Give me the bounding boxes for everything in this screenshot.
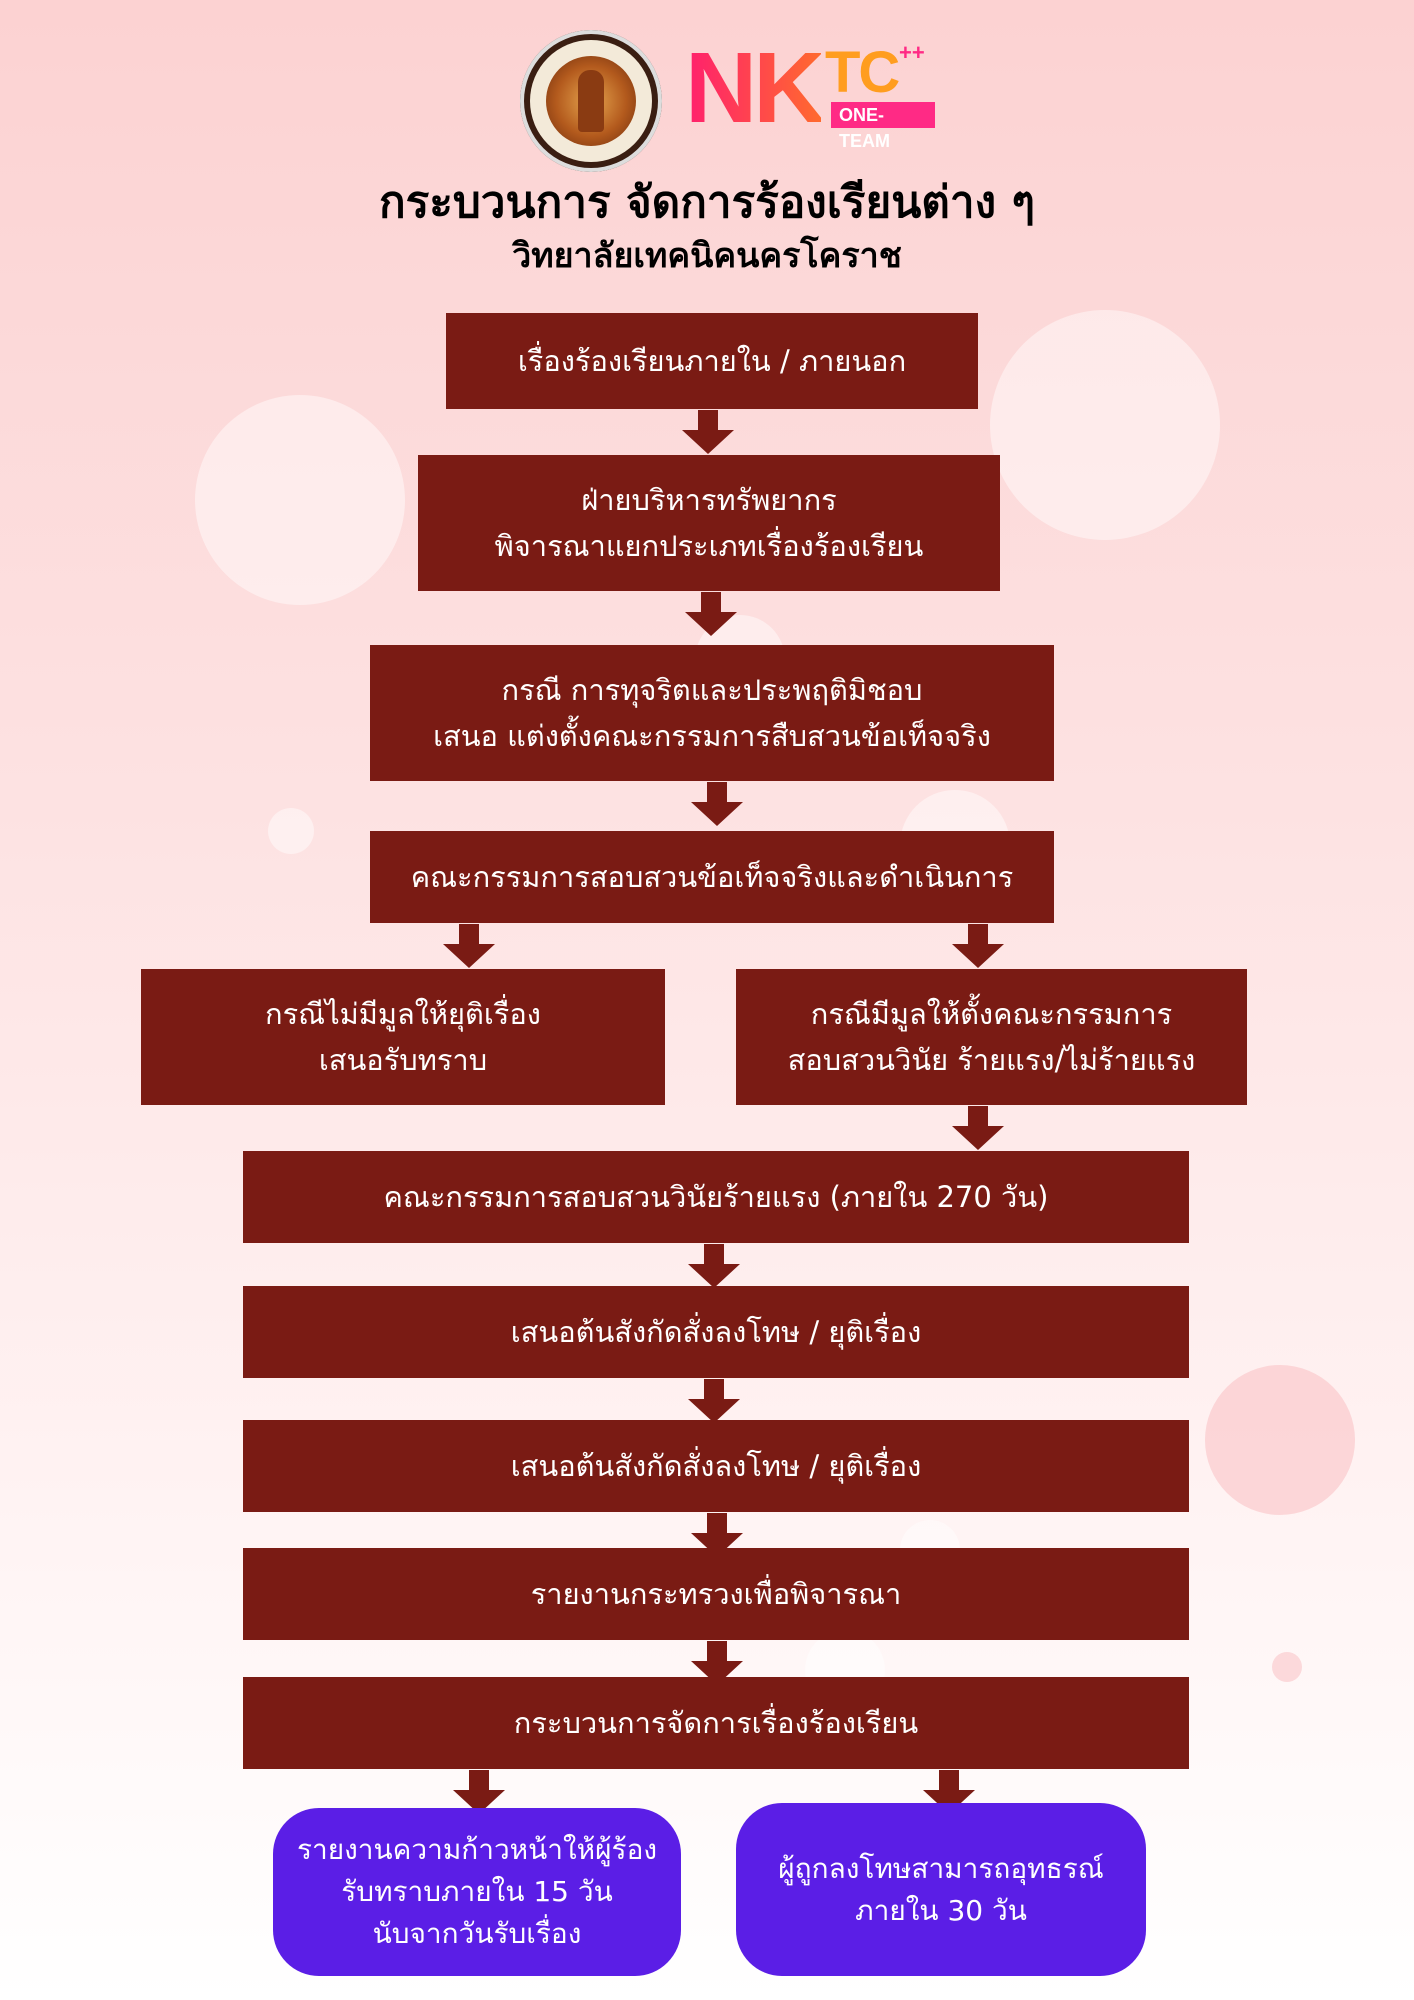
flow-arrow-down-right	[952, 924, 1004, 968]
flow-step-text-line1: รายงานความก้าวหน้าให้ผู้ร้อง	[296, 1833, 658, 1866]
flow-step-text-line1: กรณีไม่มีมูลให้ยุติเรื่อง	[265, 997, 541, 1031]
flow-step-text-line2: รับทราบภายใน 15 วัน	[341, 1875, 613, 1908]
flow-step-report-ministry: รายงานกระทรวงเพื่อพิจารณา	[243, 1548, 1189, 1640]
flow-step-text-line2: ภายใน 30 วัน	[855, 1893, 1027, 1927]
flow-step-text: คณะกรรมการสอบสวนข้อเท็จจริงและดำเนินการ	[410, 860, 1014, 894]
flow-step-fact-finding-committee: คณะกรรมการสอบสวนข้อเท็จจริงและดำเนินการ	[370, 831, 1054, 923]
page-header: NK TC ++ ONE-TEAM กระบวนการ จัดการร้องเร…	[0, 0, 1414, 300]
page-title: กระบวนการ จัดการร้องเรียนต่าง ๆ	[378, 177, 1036, 228]
nktc-brand-logo: NK TC ++ ONE-TEAM	[685, 32, 935, 151]
flow-step-text: รายงานกระทรวงเพื่อพิจารณา	[530, 1577, 902, 1611]
flow-step-text-line2: เสนอรับทราบ	[318, 1043, 488, 1077]
flow-step-text-line3: นับจากวันรับเรื่อง	[372, 1917, 582, 1950]
decorative-bubble	[268, 808, 314, 854]
flow-outcome-progress-report: รายงานความก้าวหน้าให้ผู้ร้อง รับทราบภายใ…	[273, 1808, 681, 1976]
flow-step-text-line1: กรณี การทุจริตและประพฤติมิชอบ	[501, 673, 923, 707]
flow-arrow-down	[685, 592, 737, 636]
flow-arrow-down	[688, 1379, 740, 1423]
flow-step-text-line2: สอบสวนวินัย ร้ายแรง/ไม่ร้ายแรง	[787, 1043, 1196, 1077]
brand-nk-text: NK	[685, 32, 825, 144]
brand-team-badge: ONE-TEAM	[831, 102, 935, 151]
flow-arrow-down	[688, 1244, 740, 1288]
flow-arrow-down-left	[443, 924, 495, 968]
flow-step-text: เสนอต้นสังกัดสั่งลงโทษ / ยุติเรื่อง	[510, 1315, 922, 1349]
flow-step-propose-punishment-2: เสนอต้นสังกัดสั่งลงโทษ / ยุติเรื่อง	[243, 1420, 1189, 1512]
flow-step-corruption-case: กรณี การทุจริตและประพฤติมิชอบ เสนอ แต่งต…	[370, 645, 1054, 781]
flow-step-text: เรื่องร้องเรียนภายใน / ภายนอก	[517, 344, 907, 378]
decorative-bubble	[195, 395, 405, 605]
flow-arrow-down	[691, 782, 743, 826]
flow-step-text-line2: พิจารณาแยกประเภทเรื่องร้องเรียน	[494, 529, 924, 563]
flow-step-text-line1: ฝ่ายบริหารทรัพยากร	[581, 483, 837, 517]
flow-branch-no-grounds: กรณีไม่มีมูลให้ยุติเรื่อง เสนอรับทราบ	[141, 969, 665, 1105]
flow-step-disciplinary-committee: คณะกรรมการสอบสวนวินัยร้ายแรง (ภายใน 270 …	[243, 1151, 1189, 1243]
flow-step-text-line1: ผู้ถูกลงโทษสามารถอุทธรณ์	[778, 1851, 1104, 1885]
flow-arrow-down	[682, 410, 734, 454]
flow-step-text: กระบวนการจัดการเรื่องร้องเรียน	[513, 1706, 919, 1740]
flow-step-complaint-source: เรื่องร้องเรียนภายใน / ภายนอก	[446, 313, 978, 409]
decorative-bubble	[1272, 1652, 1302, 1682]
flow-step-complaint-process: กระบวนการจัดการเรื่องร้องเรียน	[243, 1677, 1189, 1769]
flow-branch-has-grounds: กรณีมีมูลให้ตั้งคณะกรรมการ สอบสวนวินัย ร…	[736, 969, 1247, 1105]
flow-outcome-appeal: ผู้ถูกลงโทษสามารถอุทธรณ์ ภายใน 30 วัน	[736, 1803, 1146, 1976]
brand-tc-text: TC	[825, 40, 900, 105]
flow-step-text: คณะกรรมการสอบสวนวินัยร้ายแรง (ภายใน 270 …	[383, 1180, 1049, 1214]
flow-step-propose-punishment-1: เสนอต้นสังกัดสั่งลงโทษ / ยุติเรื่อง	[243, 1286, 1189, 1378]
flow-step-text-line2: เสนอ แต่งตั้งคณะกรรมการสืบสวนข้อเท็จจริง	[433, 719, 991, 753]
page-subtitle: วิทยาลัยเทคนิคนครโคราช	[512, 236, 902, 276]
flow-step-text-line1: กรณีมีมูลให้ตั้งคณะกรรมการ	[810, 997, 1173, 1031]
flow-arrow-down	[952, 1106, 1004, 1150]
brand-plus-text: ++	[899, 40, 925, 65]
flow-step-resource-admin: ฝ่ายบริหารทรัพยากร พิจารณาแยกประเภทเรื่อ…	[418, 455, 1000, 591]
flow-step-text: เสนอต้นสังกัดสั่งลงโทษ / ยุติเรื่อง	[510, 1449, 922, 1483]
decorative-bubble	[1205, 1365, 1355, 1515]
college-seal-logo	[520, 30, 662, 172]
decorative-bubble	[990, 310, 1220, 540]
